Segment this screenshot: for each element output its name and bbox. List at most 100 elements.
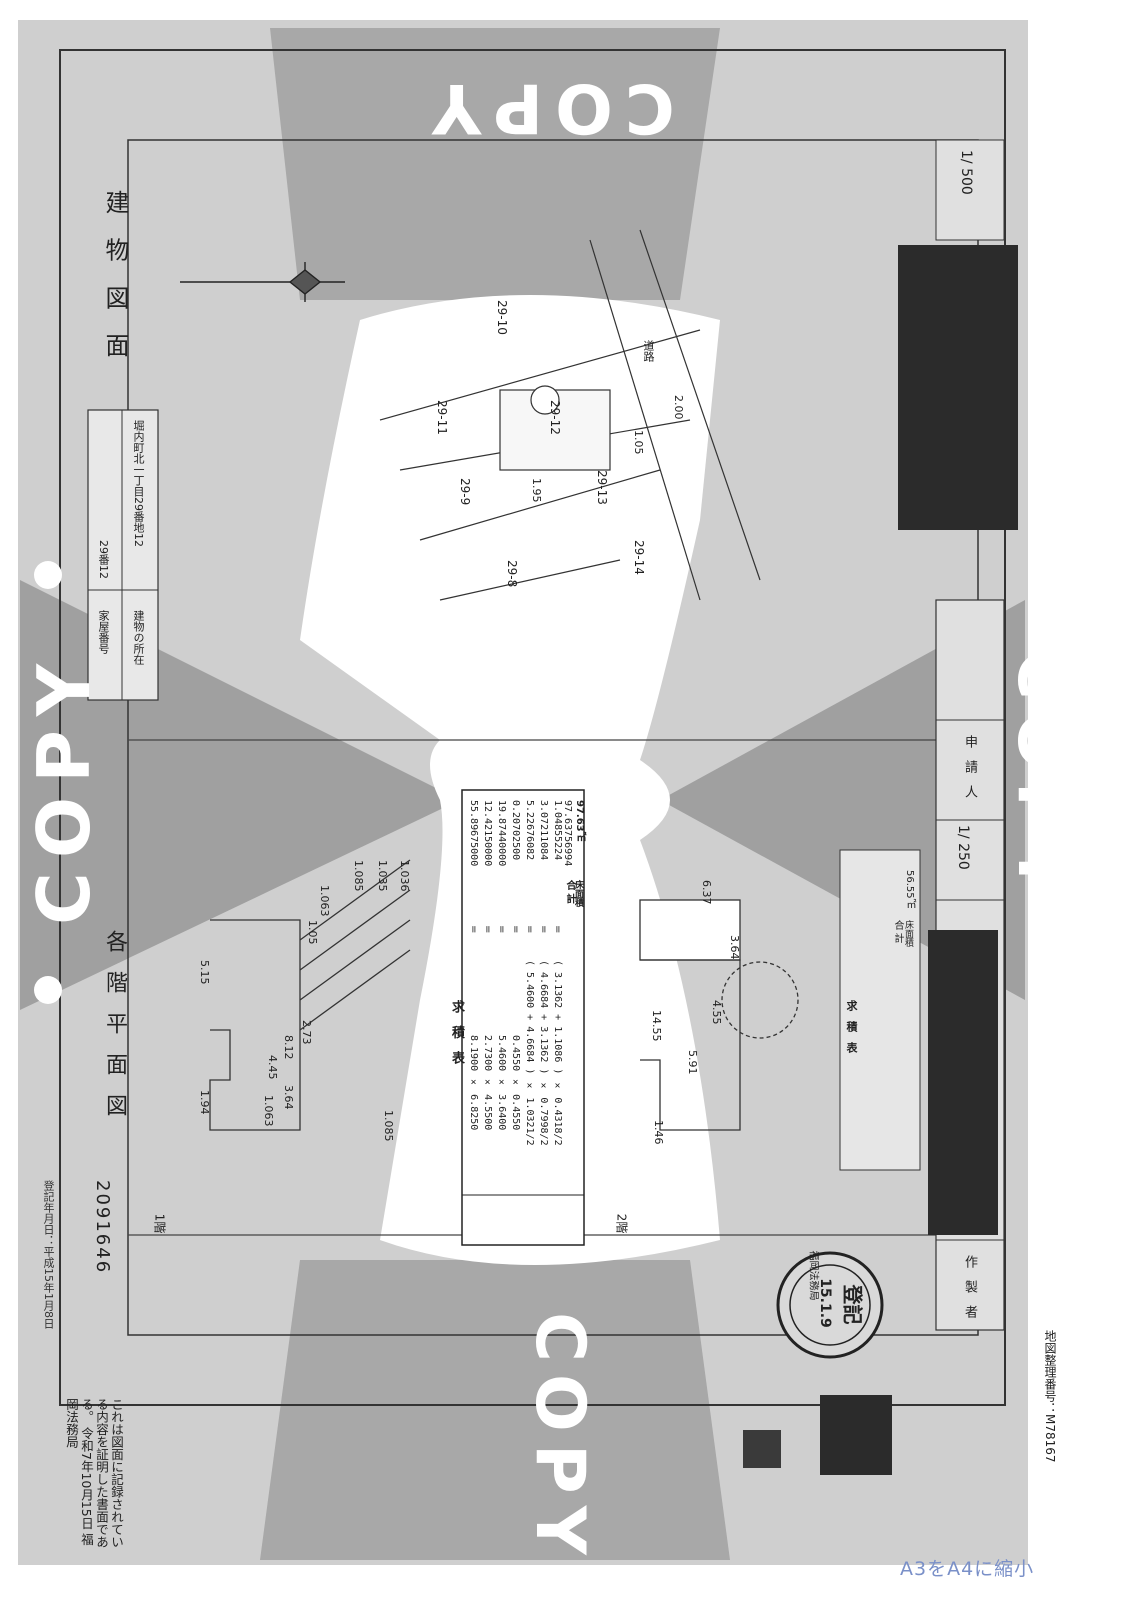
certificate-line-2: 令和7年10月15日 <box>79 1426 94 1530</box>
site-dim: 1.05 <box>632 430 645 455</box>
lot-label: 29-8 <box>505 560 519 588</box>
map-number: 地図整理番号：M78167 <box>1043 1330 1057 1463</box>
doc-number: 2091646 <box>92 1180 113 1275</box>
floor1-plan <box>209 859 411 1131</box>
document-title: 建 物 図 面 <box>101 190 129 365</box>
certificate-text: これは図面に記録されている内容を証明した書面である。 令和7年10月15日 福岡… <box>64 1398 124 1548</box>
scale-main: 1/ 500 <box>958 150 974 195</box>
calc-row-eq: = <box>482 925 493 934</box>
floor2-dim: 14.55 <box>650 1010 663 1042</box>
calc-table2-floor-area-val: 56.55㎡ <box>904 870 915 909</box>
lot-info-box <box>87 409 159 701</box>
calc-table2-total-label: 合 計 <box>892 920 903 944</box>
calc-row-val: 1.04855224 <box>552 800 563 861</box>
location-label: 建物の所在 <box>132 610 145 665</box>
scale-box <box>935 139 1005 241</box>
calc-row-eq: = <box>538 925 549 934</box>
lot-label: 29-13 <box>595 470 609 505</box>
floor1-dim: 5.15 <box>198 960 211 985</box>
watermark-dot-1 <box>34 976 62 1004</box>
floor2-dim: 3.64 <box>728 935 741 960</box>
floor2-plan <box>639 899 799 1131</box>
road-label: 道路 <box>642 340 655 362</box>
watermark-copy-bottom: COPY <box>519 1312 599 1567</box>
calc-total-label: 合 計 <box>564 880 575 904</box>
floor1-dim: 3.64 <box>282 1085 295 1110</box>
site-dim: 2.00 <box>672 395 685 420</box>
location-value: 堀内町北一丁目29番地12 <box>132 420 145 547</box>
watermark-dot-2 <box>34 561 62 589</box>
floor1-dim: 8.12 <box>282 1035 295 1060</box>
redaction-4 <box>743 1430 781 1468</box>
registration-stamp <box>776 1251 884 1359</box>
lot-label: 29-12 <box>548 400 562 435</box>
floor-plan-title: 各 階 平 面 図 <box>102 930 127 1122</box>
calc-table-box <box>461 789 585 1246</box>
calc-row-expr: ( 3.1362 + 1.1086 ) × 0.4318/2 <box>552 960 563 1146</box>
copy-band-bottom <box>260 1260 730 1560</box>
floor1-callout: 1.036 <box>398 860 411 892</box>
floor1-dim: 1.94 <box>198 1090 211 1115</box>
calc-row-val: 0.20702500 <box>510 800 521 861</box>
lot-label: 29-14 <box>632 540 646 575</box>
floor1-dim: 4.45 <box>266 1055 279 1080</box>
calc-row-val: 55.89675000 <box>468 800 479 867</box>
requester-label: 申 請 人 <box>962 735 977 803</box>
floor2-dim: 1.46 <box>652 1120 665 1145</box>
floor1-callout: 1.063 <box>318 885 331 917</box>
footer-note: A3をA4に縮小 <box>900 1558 1035 1580</box>
calc-table2-box <box>839 849 921 1171</box>
watermark-copy-left: COPY <box>22 650 106 925</box>
floor2-dim: 5.91 <box>686 1050 699 1075</box>
floor1-dim: 1.05 <box>306 920 319 945</box>
site-plan <box>379 229 761 601</box>
site-dim: 1.95 <box>530 478 543 503</box>
calc-floor-area-label: 床面積 <box>573 880 583 907</box>
calc-total-val: 97.63756994 <box>562 800 573 867</box>
calc-row-val: 12.42150000 <box>482 800 493 867</box>
calc-row-val: 5.22676082 <box>524 800 535 861</box>
calc-floor-area-val: 97.63㎡ <box>574 800 585 842</box>
calc-row-expr: ( 4.6684 + 3.1362 ) × 0.7998/2 <box>538 960 549 1146</box>
calc-table2-floor-area-label: 床面積 <box>903 920 913 947</box>
floor2-dim: 4.55 <box>710 1000 723 1025</box>
calc-row-eq: = <box>524 925 535 934</box>
watermark-copy-right: COPY <box>1002 650 1081 905</box>
redaction-3 <box>820 1395 892 1475</box>
copy-band-right <box>660 600 1025 1000</box>
lot-number-label: 家屋番号 <box>97 610 110 654</box>
certificate-line-1: これは図面に記録されている内容を証明した書面である。 <box>79 1398 124 1548</box>
calc-row-val: 3.07211084 <box>538 800 549 861</box>
floor2-label: 2階 <box>614 1213 629 1234</box>
lot-number-value: 29番12 <box>97 540 110 579</box>
calc-row-eq: = <box>496 925 507 934</box>
floor1-dim: 1.063 <box>262 1095 275 1127</box>
calc-row-eq: = <box>510 925 521 934</box>
white-center <box>300 295 720 1265</box>
redaction-1 <box>898 245 1018 530</box>
calc-row-val: 19.87440000 <box>496 800 507 867</box>
outer-frame <box>59 49 1006 1406</box>
floor1-callout: 1.035 <box>376 860 389 892</box>
calc-row-expr: ( 5.4600 + 4.6684 ) × 1.0321/2 <box>524 960 535 1146</box>
floor1-dim: 2.73 <box>300 1020 313 1045</box>
lot-label: 29-9 <box>458 478 472 506</box>
registration-date: 登記年月日：平成15年1月8日 <box>42 1180 55 1329</box>
floor1-label: 1階 <box>152 1213 167 1234</box>
north-arrow-icon <box>180 262 345 302</box>
stamp-date: 15.1.9 <box>816 1278 833 1328</box>
calc-row-eq: = <box>552 925 563 934</box>
producer-label: 作 製 者 <box>962 1255 977 1323</box>
floor1-callout: 1.085 <box>352 860 365 892</box>
certificate-line-3: 福岡法務局 <box>64 1398 94 1546</box>
calc-row-expr: 2.7300 × 4.5500 <box>482 1035 493 1131</box>
copy-band-top <box>270 28 720 300</box>
calc-table2-header: 求 積 表 <box>845 1000 858 1056</box>
scale-floor: 1/ 250 <box>955 825 971 870</box>
stamp-text: 登記 <box>840 1284 865 1325</box>
calc-row-expr: 8.1900 × 6.8250 <box>468 1035 479 1131</box>
floor2-dim: 6.37 <box>700 880 713 905</box>
floor1-dim: 1.085 <box>382 1110 395 1142</box>
